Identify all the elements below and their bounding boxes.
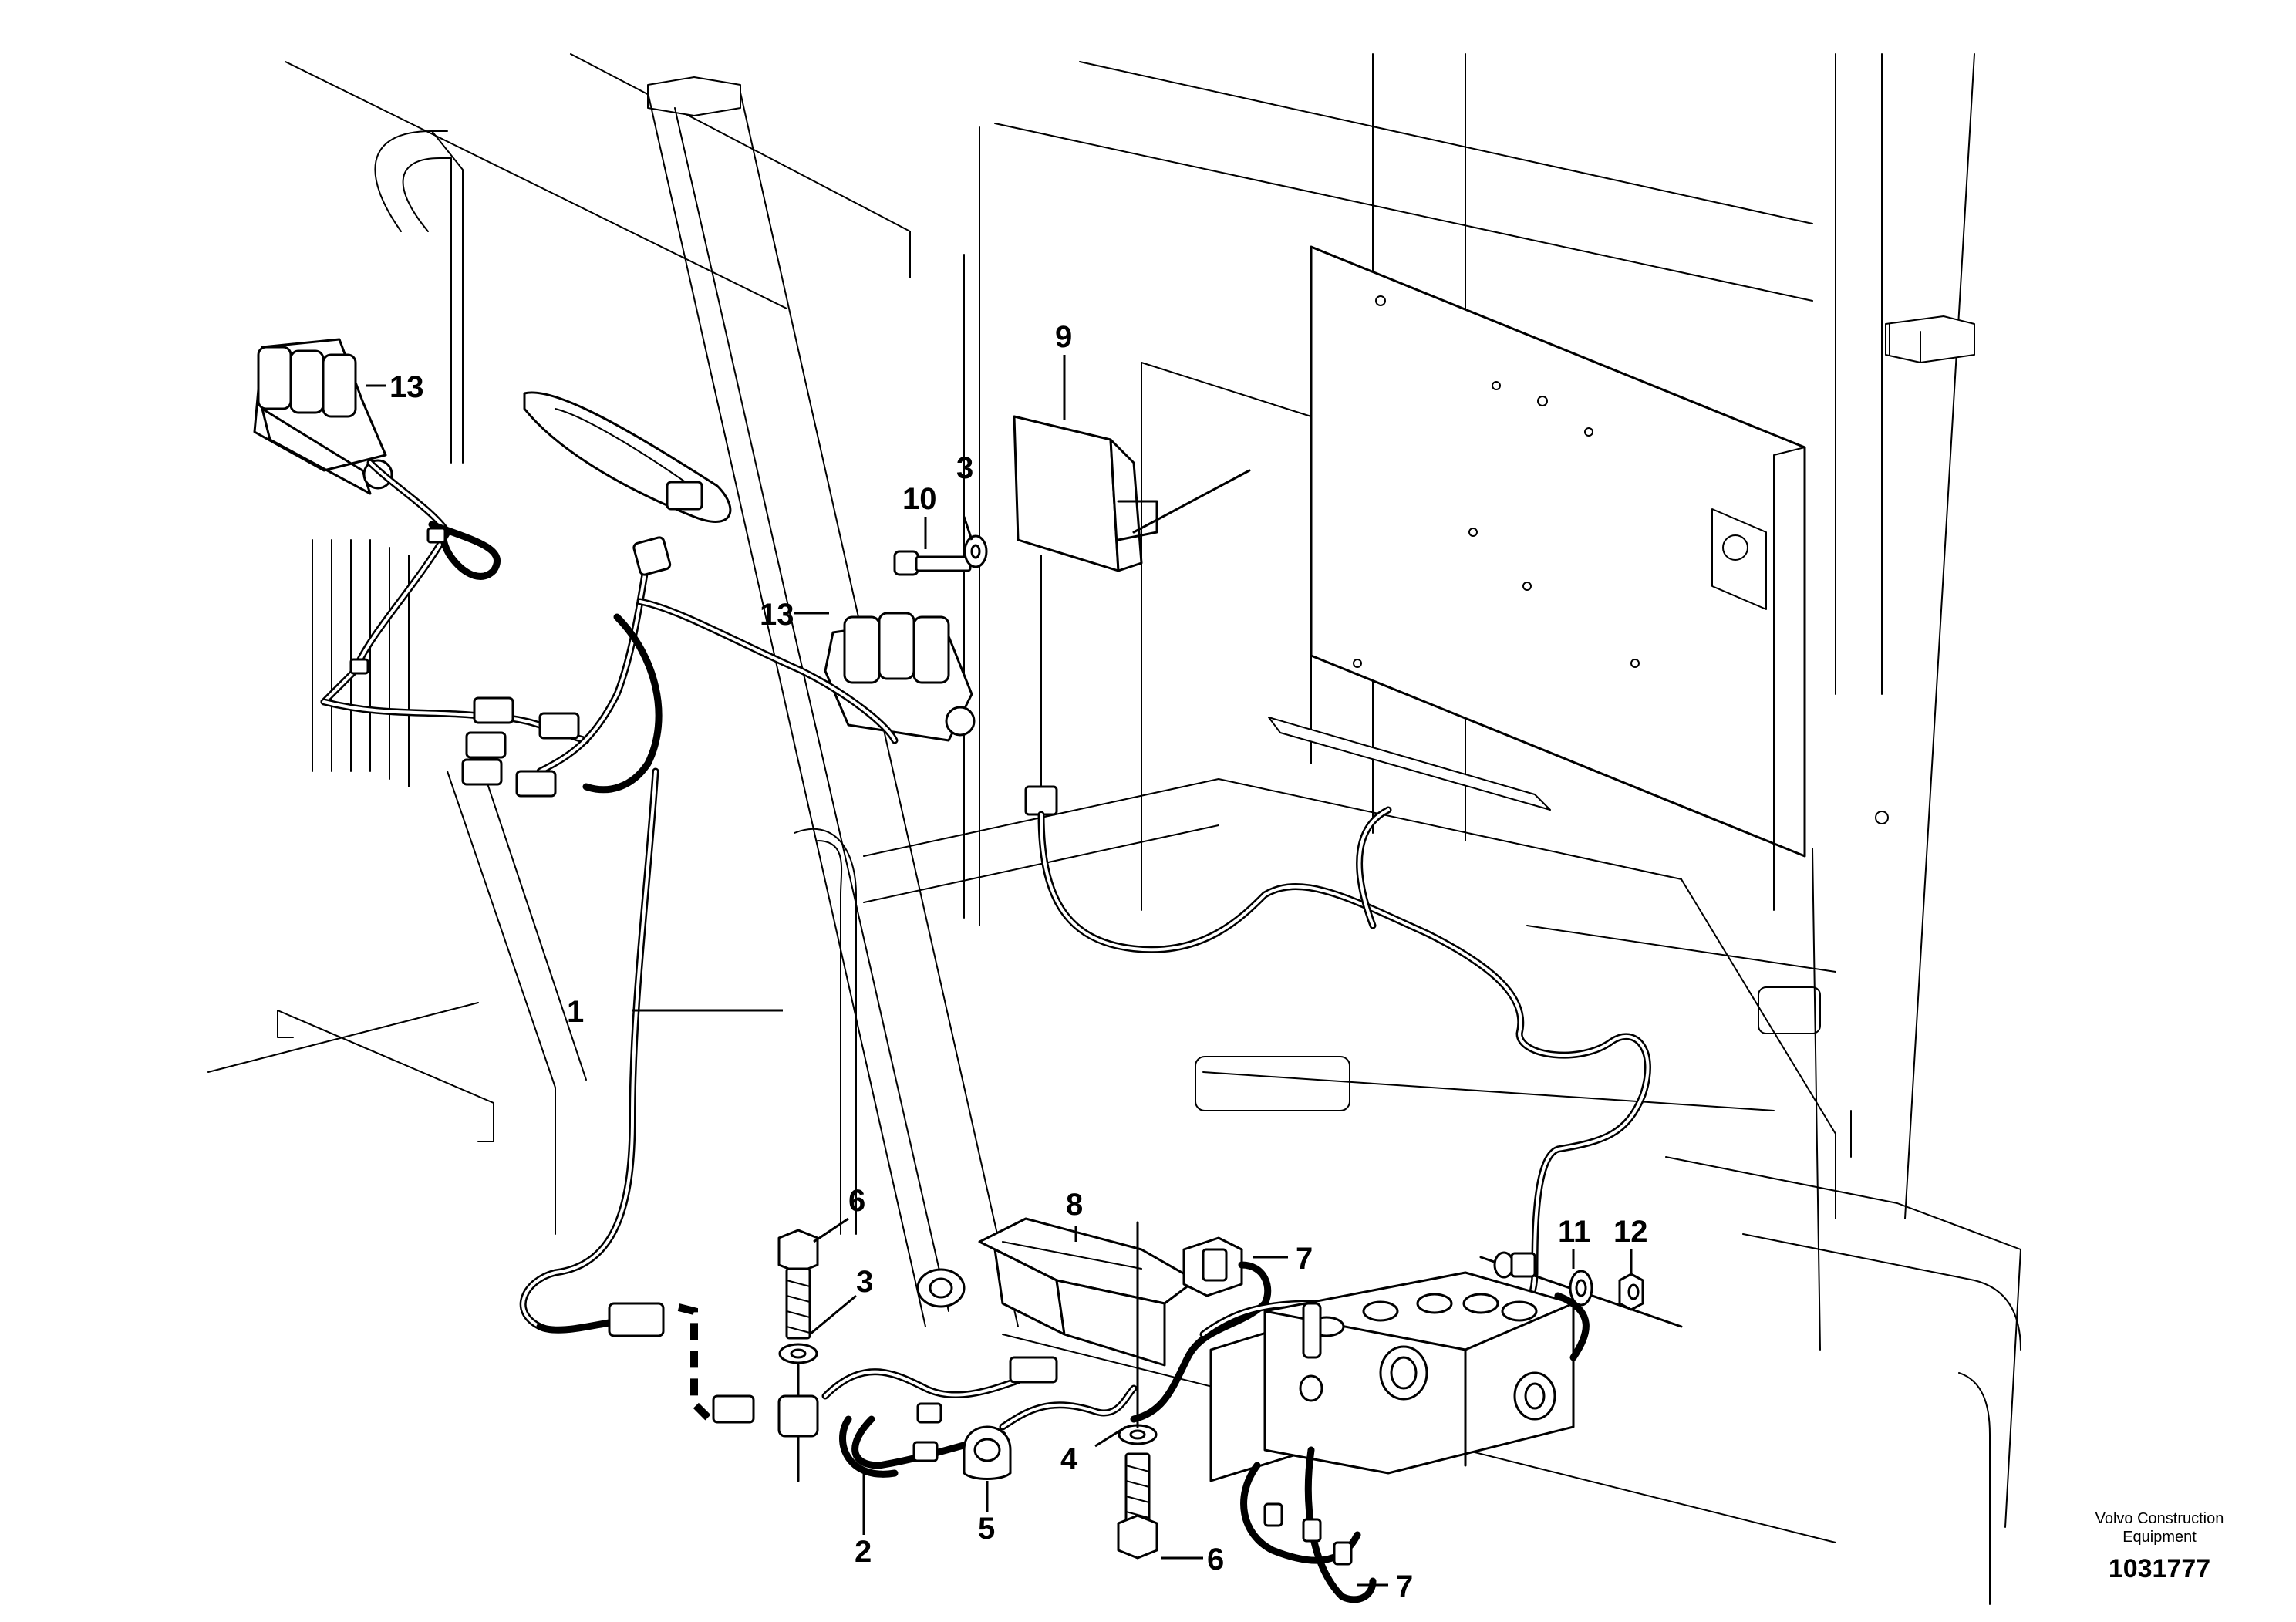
callout-1: 1 <box>567 995 584 1029</box>
callout-3-lower: 3 <box>856 1265 873 1299</box>
control-unit <box>1013 415 1651 1346</box>
drawing-number: 1031777 <box>2109 1554 2210 1583</box>
callout-11: 11 <box>1558 1215 1590 1249</box>
callout-9: 9 <box>1055 320 1072 354</box>
callout-4: 4 <box>1060 1442 1078 1476</box>
bolt-6-upper <box>777 1229 819 1340</box>
leader-lines <box>366 355 1633 1587</box>
callout-8: 8 <box>1066 1188 1083 1222</box>
callout-6-upper: 6 <box>848 1184 865 1218</box>
connector-plate <box>523 391 732 523</box>
callout-3-upper: 3 <box>956 451 973 485</box>
washer-3-lower <box>778 1343 818 1364</box>
switch-block-left <box>253 338 393 495</box>
callout-5: 5 <box>978 1512 995 1546</box>
footer: Volvo Construction Equipment 1031777 <box>2095 1510 2224 1583</box>
nut-12 <box>1618 1273 1644 1311</box>
cab-structure <box>207 53 2021 1605</box>
callout-13-center: 13 <box>760 598 794 632</box>
stud-assembly <box>1479 1251 1683 1328</box>
bolt-10 <box>893 550 972 576</box>
callout-12: 12 <box>1613 1215 1648 1249</box>
callout-7-upper: 7 <box>1296 1242 1313 1276</box>
callout-labels: 1 2 3 3 4 5 6 6 7 7 8 9 10 11 12 13 13 <box>389 320 1648 1603</box>
cable-clip-5 <box>963 1425 1012 1480</box>
switch-block-center <box>824 612 976 742</box>
brand-line-1: Volvo Construction <box>2095 1510 2224 1527</box>
washer-3-top <box>963 534 988 568</box>
lock-washer-11 <box>1569 1270 1593 1307</box>
relay-box <box>978 1217 1197 1367</box>
harness-lower <box>536 1261 1408 1478</box>
callout-7-lower: 7 <box>1396 1570 1413 1603</box>
brand-line-2: Equipment <box>2122 1529 2197 1546</box>
callout-6-lower: 6 <box>1207 1543 1224 1576</box>
callout-10: 10 <box>902 482 937 516</box>
bolt-6-lower <box>1117 1221 1158 1560</box>
callout-2: 2 <box>855 1535 872 1569</box>
harness-upper <box>320 459 899 1330</box>
control-valve <box>1209 1271 1590 1603</box>
connector-7-top <box>1182 1236 1243 1297</box>
clamp-bracket <box>777 1364 819 1482</box>
callout-13-left: 13 <box>389 370 424 404</box>
